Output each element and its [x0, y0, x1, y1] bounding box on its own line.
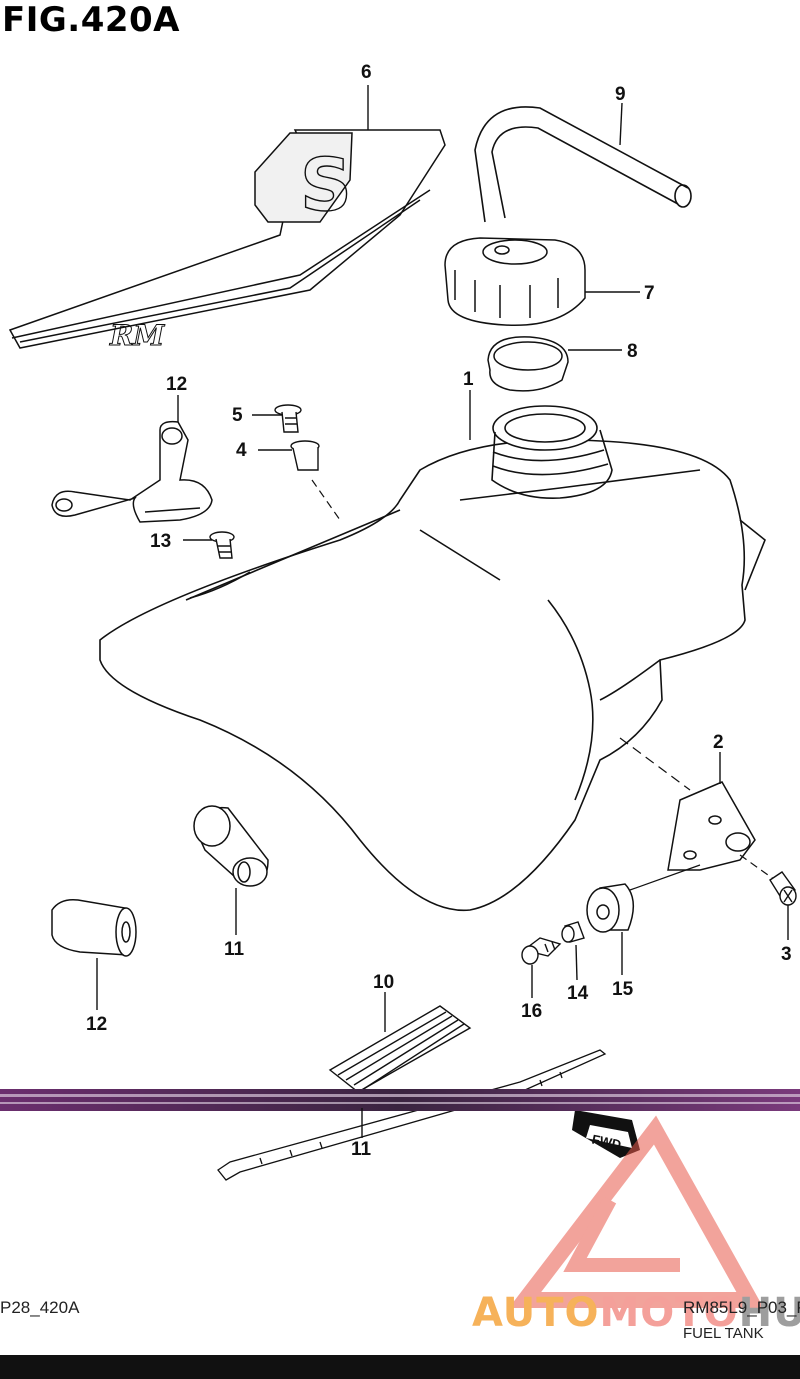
leader-lines	[96, 85, 789, 1138]
diagram-code-right: RM85L9_P03_P	[683, 1298, 800, 1317]
brand-moto: MOTO	[599, 1290, 739, 1336]
callout-11: 11	[351, 1139, 372, 1160]
svg-text:RM: RM	[109, 319, 165, 352]
filler-cap-part	[444, 237, 586, 327]
bolt-17-part	[521, 937, 562, 965]
damper-16-part	[586, 883, 634, 933]
shroud-decal-part: S RM	[8, 129, 446, 353]
breather-hose-part	[474, 106, 692, 223]
fwd-label: FWD	[591, 1131, 623, 1152]
callout-12-upper: 11	[224, 939, 245, 960]
callout-5: 5	[232, 405, 243, 426]
svg-text:S: S	[300, 143, 352, 227]
rear-bracket-part	[667, 781, 756, 871]
cable-tie-part	[217, 1049, 607, 1181]
callout-2: 2	[713, 732, 724, 753]
callout-7: 7	[644, 283, 655, 304]
callout-16: 15	[612, 979, 634, 1000]
screw-14-part	[209, 531, 235, 559]
bottom-scan-bar	[0, 1355, 800, 1379]
callout-17: 16	[521, 1001, 542, 1022]
callout-15: 14	[567, 983, 589, 1004]
callout-9: 9	[615, 84, 626, 105]
callout-12-lower: 12	[86, 1014, 107, 1035]
diagram-footer-title: FUEL TANK	[683, 1325, 764, 1342]
figure-title: FIG.420A	[2, 0, 180, 40]
watermark-brand: AUTOMOTOHUB	[472, 1290, 800, 1336]
brand-hub: HUB	[738, 1290, 800, 1336]
foam-pad-part	[328, 1005, 472, 1093]
callout-8: 8	[627, 341, 638, 362]
callouts: 6 9 7 8 1 12 5 4 13 2 3 14 15 16 11 12 1…	[86, 62, 792, 1160]
cap-gasket-part	[487, 336, 569, 392]
cushion-12-lower-part	[51, 898, 137, 957]
callout-6: 6	[361, 62, 372, 83]
brand-auto: AUTO	[472, 1290, 600, 1336]
fwd-arrow-icon: FWD	[572, 1110, 640, 1158]
scan-band	[0, 1089, 800, 1111]
callout-3: 3	[781, 944, 792, 965]
callout-10: 10	[373, 972, 394, 993]
watermark-logo-icon	[508, 1115, 764, 1308]
cushion-12-upper-part	[193, 805, 269, 887]
diagram-code-left: P28_420A	[0, 1298, 80, 1317]
screw-3-part	[769, 871, 797, 906]
callout-13: 12	[166, 374, 187, 395]
callout-14: 13	[150, 531, 171, 552]
callout-1: 1	[463, 369, 474, 390]
bracket-part	[51, 420, 213, 523]
bolt-collar-part	[274, 404, 320, 471]
fuel-tank-part	[99, 405, 766, 912]
collar-15-part	[561, 921, 585, 943]
callout-4: 4	[236, 440, 247, 461]
